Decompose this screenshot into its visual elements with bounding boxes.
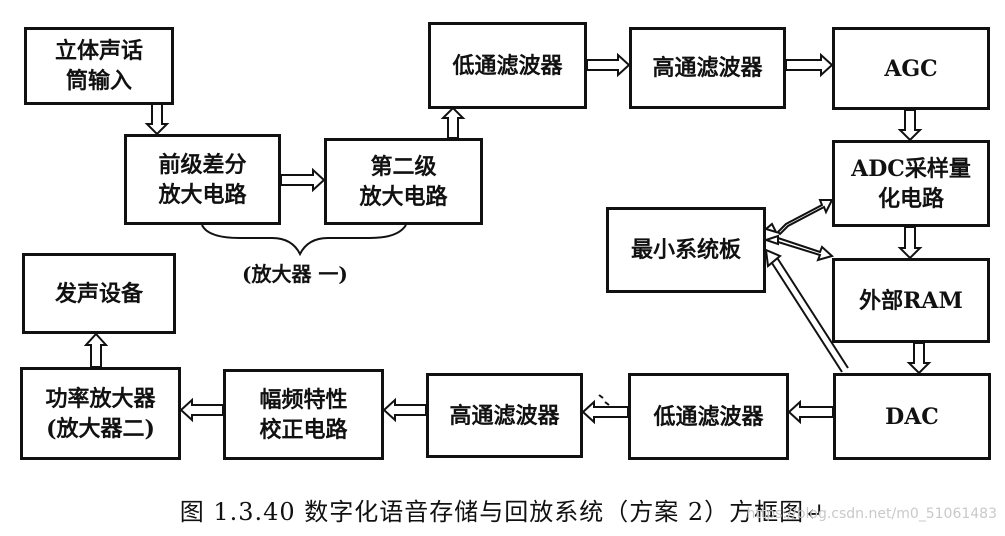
arrow-adc-to-ram (897, 226, 923, 260)
node-stereo-mic-input: 立体声话 筒输入 (24, 27, 174, 105)
arrow-second-to-lpf1 (440, 106, 466, 139)
link-minsys-ram (762, 234, 835, 262)
node-power-amplifier: 功率放大器 (放大器二) (20, 367, 181, 460)
arrow-hpf2-to-eq (382, 397, 427, 423)
link-minsys-dac (764, 248, 849, 373)
node-highpass-filter-1: 高通滤波器 (629, 27, 786, 109)
node-amp-freq-correction: 幅频特性 校正电路 (223, 369, 384, 460)
arrow-ram-to-dac (906, 342, 932, 375)
arrow-agc-to-adc (897, 109, 923, 142)
arrow-dac-to-lpf2 (787, 399, 834, 425)
node-lowpass-filter-2: 低通滤波器 (628, 373, 789, 460)
arrow-prediff-to-second (280, 167, 326, 193)
node-pre-diff-amplifier: 前级差分 放大电路 (124, 134, 281, 225)
node-second-stage-amplifier: 第二级 放大电路 (324, 138, 483, 225)
figure-caption: 图 1.3.40 数字化语音存储与回放系统（方案 2）方框图↵ (179, 498, 826, 526)
arrow-mic-to-prediff (144, 103, 170, 136)
node-sound-output-device: 发声设备 (22, 253, 176, 334)
node-minimum-system-board: 最小系统板 (606, 207, 766, 293)
arrow-lpf1-to-hpf1 (586, 52, 631, 78)
scan-mark (598, 394, 610, 406)
arrow-hpf1-to-agc (785, 52, 834, 78)
arrow-eq-to-poweramp (179, 397, 224, 423)
node-adc-sampling-circuit: ADC采样量 化电路 (832, 140, 990, 227)
amp1-brace (201, 224, 407, 257)
node-dac: DAC (833, 373, 991, 460)
node-highpass-filter-2: 高通滤波器 (426, 373, 583, 458)
amplifier-one-label: (放大器 一) (242, 262, 348, 286)
arrow-poweramp-to-speaker (83, 332, 109, 368)
node-external-ram: 外部RAM (832, 258, 990, 343)
node-lowpass-filter-1: 低通滤波器 (428, 22, 587, 109)
watermark-url: https://blog.csdn.net/m0_51061483 (746, 506, 997, 522)
link-minsys-adc (763, 199, 834, 236)
arrow-lpf2-to-hpf2 (581, 399, 629, 425)
node-agc: AGC (832, 27, 990, 110)
